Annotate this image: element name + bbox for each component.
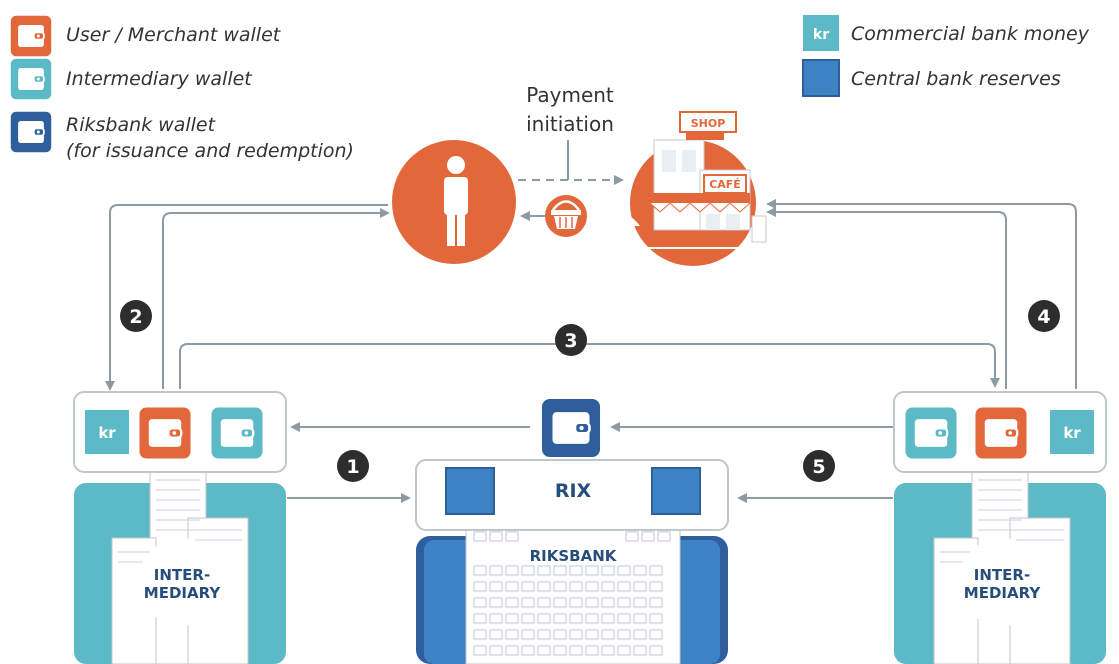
legend-user-merchant-label: User / Merchant wallet xyxy=(66,24,282,46)
right-wallet-panel xyxy=(893,391,1107,473)
right-wallet-to-merchant-arrow xyxy=(766,207,1007,389)
right-kr-box xyxy=(1050,410,1094,454)
left-intermediary-wallet-icon xyxy=(210,406,264,460)
reserves-swatch-icon xyxy=(802,59,840,97)
left-kr-label: kr xyxy=(98,424,116,442)
riksbank-building xyxy=(416,513,728,664)
riksbank-label: RIKSBANK xyxy=(530,547,618,565)
payment-initiation-label-2: initiation xyxy=(526,112,614,136)
right-kr-to-merchant-arrow xyxy=(766,199,1077,389)
right-merchant-wallet-icon xyxy=(974,406,1028,460)
right-intermediary-label-1: INTER- xyxy=(974,566,1030,584)
legend-central-bank-reserves: Central bank reserves xyxy=(802,59,1061,97)
riksbank-wallet-icon xyxy=(9,110,53,154)
payment-initiation-label-1: Payment xyxy=(526,83,614,107)
rix-reserves-left xyxy=(445,467,495,515)
left-user-wallet-icon xyxy=(138,406,192,460)
legend-user-merchant: User / Merchant wallet xyxy=(9,14,282,58)
left-intermediary-label-1: INTER- xyxy=(154,566,210,584)
legend-intermediary-label: Intermediary wallet xyxy=(66,68,253,90)
user-icon xyxy=(392,140,516,264)
right-kr-label: kr xyxy=(1063,424,1081,442)
central-riksbank-wallet-icon xyxy=(540,397,602,459)
intermediary-wallet-icon xyxy=(9,57,53,101)
legend-riksbank-label: Riksbank wallet xyxy=(66,114,217,136)
svg-text:3: 3 xyxy=(564,330,577,352)
shopping-basket-icon xyxy=(545,195,587,237)
svg-text:4: 4 xyxy=(1037,306,1050,328)
step-badge-2: 2 xyxy=(120,300,152,332)
legend-reserves-label: Central bank reserves xyxy=(851,68,1061,90)
svg-text:2: 2 xyxy=(129,306,142,328)
svg-text:1: 1 xyxy=(346,456,359,478)
left-intermediary-building xyxy=(74,465,286,664)
shop-cafe-icon xyxy=(608,111,770,266)
rix-reserves-right xyxy=(651,467,701,515)
left-intermediary-label-2: MEDIARY xyxy=(144,584,222,602)
right-intermediary-label-2: MEDIARY xyxy=(964,584,1042,602)
legend-riksbank-wallet: Riksbank wallet (for issuance and redemp… xyxy=(9,110,354,162)
step-badge-1: 1 xyxy=(337,450,369,482)
step-badge-4: 4 xyxy=(1028,300,1060,332)
legend-intermediary: Intermediary wallet xyxy=(9,57,253,101)
legend-commercial-label: Commercial bank money xyxy=(851,23,1090,45)
left-wallet-panel xyxy=(73,391,287,473)
user-to-left-kr-arrow xyxy=(105,204,388,391)
left-kr-box xyxy=(85,410,129,454)
rix-label: RIX xyxy=(555,480,592,502)
step-badge-3: 3 xyxy=(555,324,587,356)
cafe-sign: CAFÉ xyxy=(709,178,741,191)
user-merchant-wallet-icon xyxy=(9,14,53,58)
step-badge-5: 5 xyxy=(803,450,835,482)
step3-transfer-arrow xyxy=(179,343,1000,389)
kr-swatch-text: kr xyxy=(813,27,829,43)
legend-commercial-bank-money: kr Commercial bank money xyxy=(803,15,1090,51)
left-wallet-to-user-arrow xyxy=(162,208,390,389)
shop-sign: SHOP xyxy=(691,117,726,130)
right-intermediary-wallet-icon xyxy=(904,406,958,460)
rix-box xyxy=(415,459,729,531)
svg-text:5: 5 xyxy=(812,456,825,478)
legend-riksbank-sublabel: (for issuance and redemption) xyxy=(66,140,354,162)
kr-swatch-icon xyxy=(803,15,839,51)
right-intermediary-building xyxy=(894,465,1106,664)
